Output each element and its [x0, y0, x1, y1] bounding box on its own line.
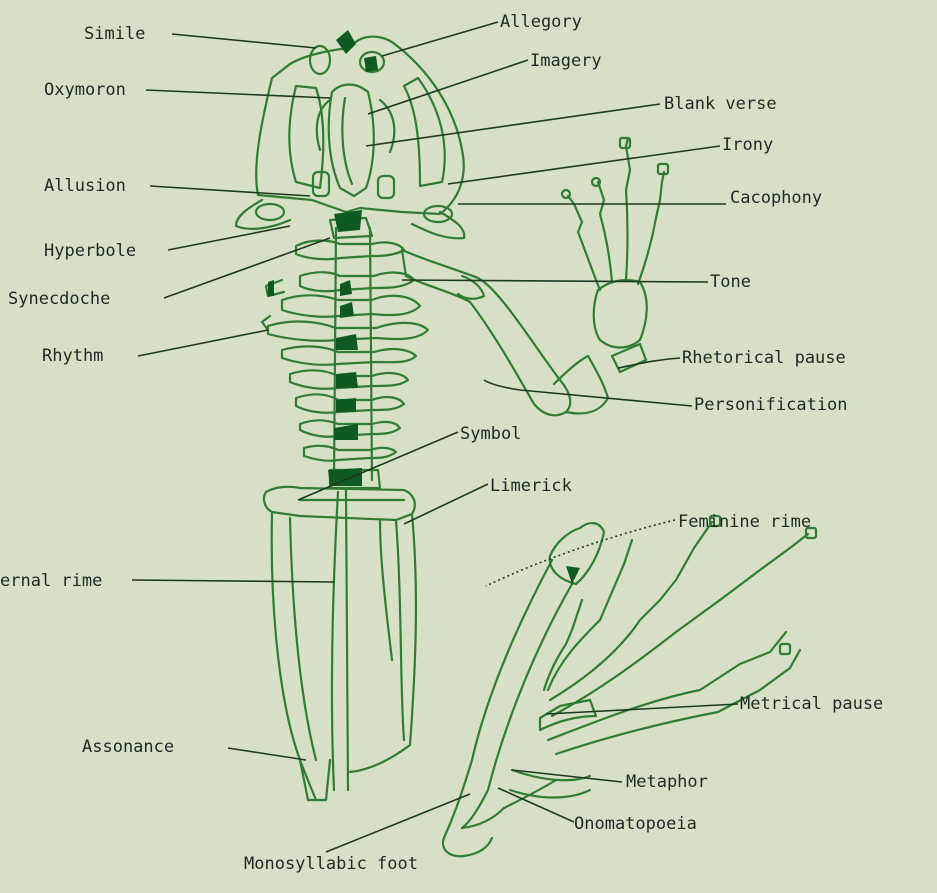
label-simile: Simile — [84, 24, 145, 44]
leader-internal-rime — [132, 580, 334, 582]
label-onomatopoeia: Onomatopoeia — [574, 814, 697, 834]
label-irony: Irony — [722, 135, 773, 155]
label-allusion: Allusion — [44, 176, 126, 196]
leader-rhythm — [138, 330, 268, 356]
label-assonance: Assonance — [82, 737, 174, 757]
label-rhetorical-pause: Rhetorical pause — [682, 348, 846, 368]
label-limerick: Limerick — [490, 476, 572, 496]
label-personification: Personification — [694, 395, 848, 415]
leader-rhetorical-pause — [618, 358, 680, 368]
leader-monosyllabic-foot — [326, 794, 470, 852]
leader-simile — [172, 34, 316, 48]
leader-limerick — [404, 484, 488, 524]
hindlimb — [443, 516, 816, 856]
leader-irony — [448, 146, 720, 184]
label-metrical-pause: Metrical pause — [740, 694, 883, 714]
label-hyperbole: Hyperbole — [44, 241, 136, 261]
label-blank-verse: Blank verse — [664, 94, 777, 114]
label-oxymoron: Oxymoron — [44, 80, 126, 100]
label-symbol: Symbol — [460, 424, 521, 444]
leader-allusion — [150, 186, 310, 196]
label-internal-rime: ernal rime — [0, 571, 102, 591]
label-feminine-rime: Feminine rime — [678, 512, 811, 532]
label-rhythm: Rhythm — [42, 346, 103, 366]
label-monosyllabic-foot: Monosyllabic foot — [244, 854, 418, 874]
label-synecdoche: Synecdoche — [8, 289, 110, 309]
leader-personification — [484, 380, 692, 406]
label-metaphor: Metaphor — [626, 772, 708, 792]
leader-hyperbole — [168, 226, 290, 250]
label-cacophony: Cacophony — [730, 188, 822, 208]
leader-feminine-rime — [486, 520, 675, 586]
label-allegory: Allegory — [500, 12, 582, 32]
label-imagery: Imagery — [530, 51, 602, 71]
leader-blank-verse — [366, 104, 660, 146]
label-tone: Tone — [710, 272, 751, 292]
leader-oxymoron — [146, 90, 330, 98]
leader-assonance — [228, 748, 306, 760]
leader-tone — [402, 280, 708, 282]
pelvis-and-legs — [264, 487, 416, 800]
leader-allegory — [382, 22, 498, 56]
